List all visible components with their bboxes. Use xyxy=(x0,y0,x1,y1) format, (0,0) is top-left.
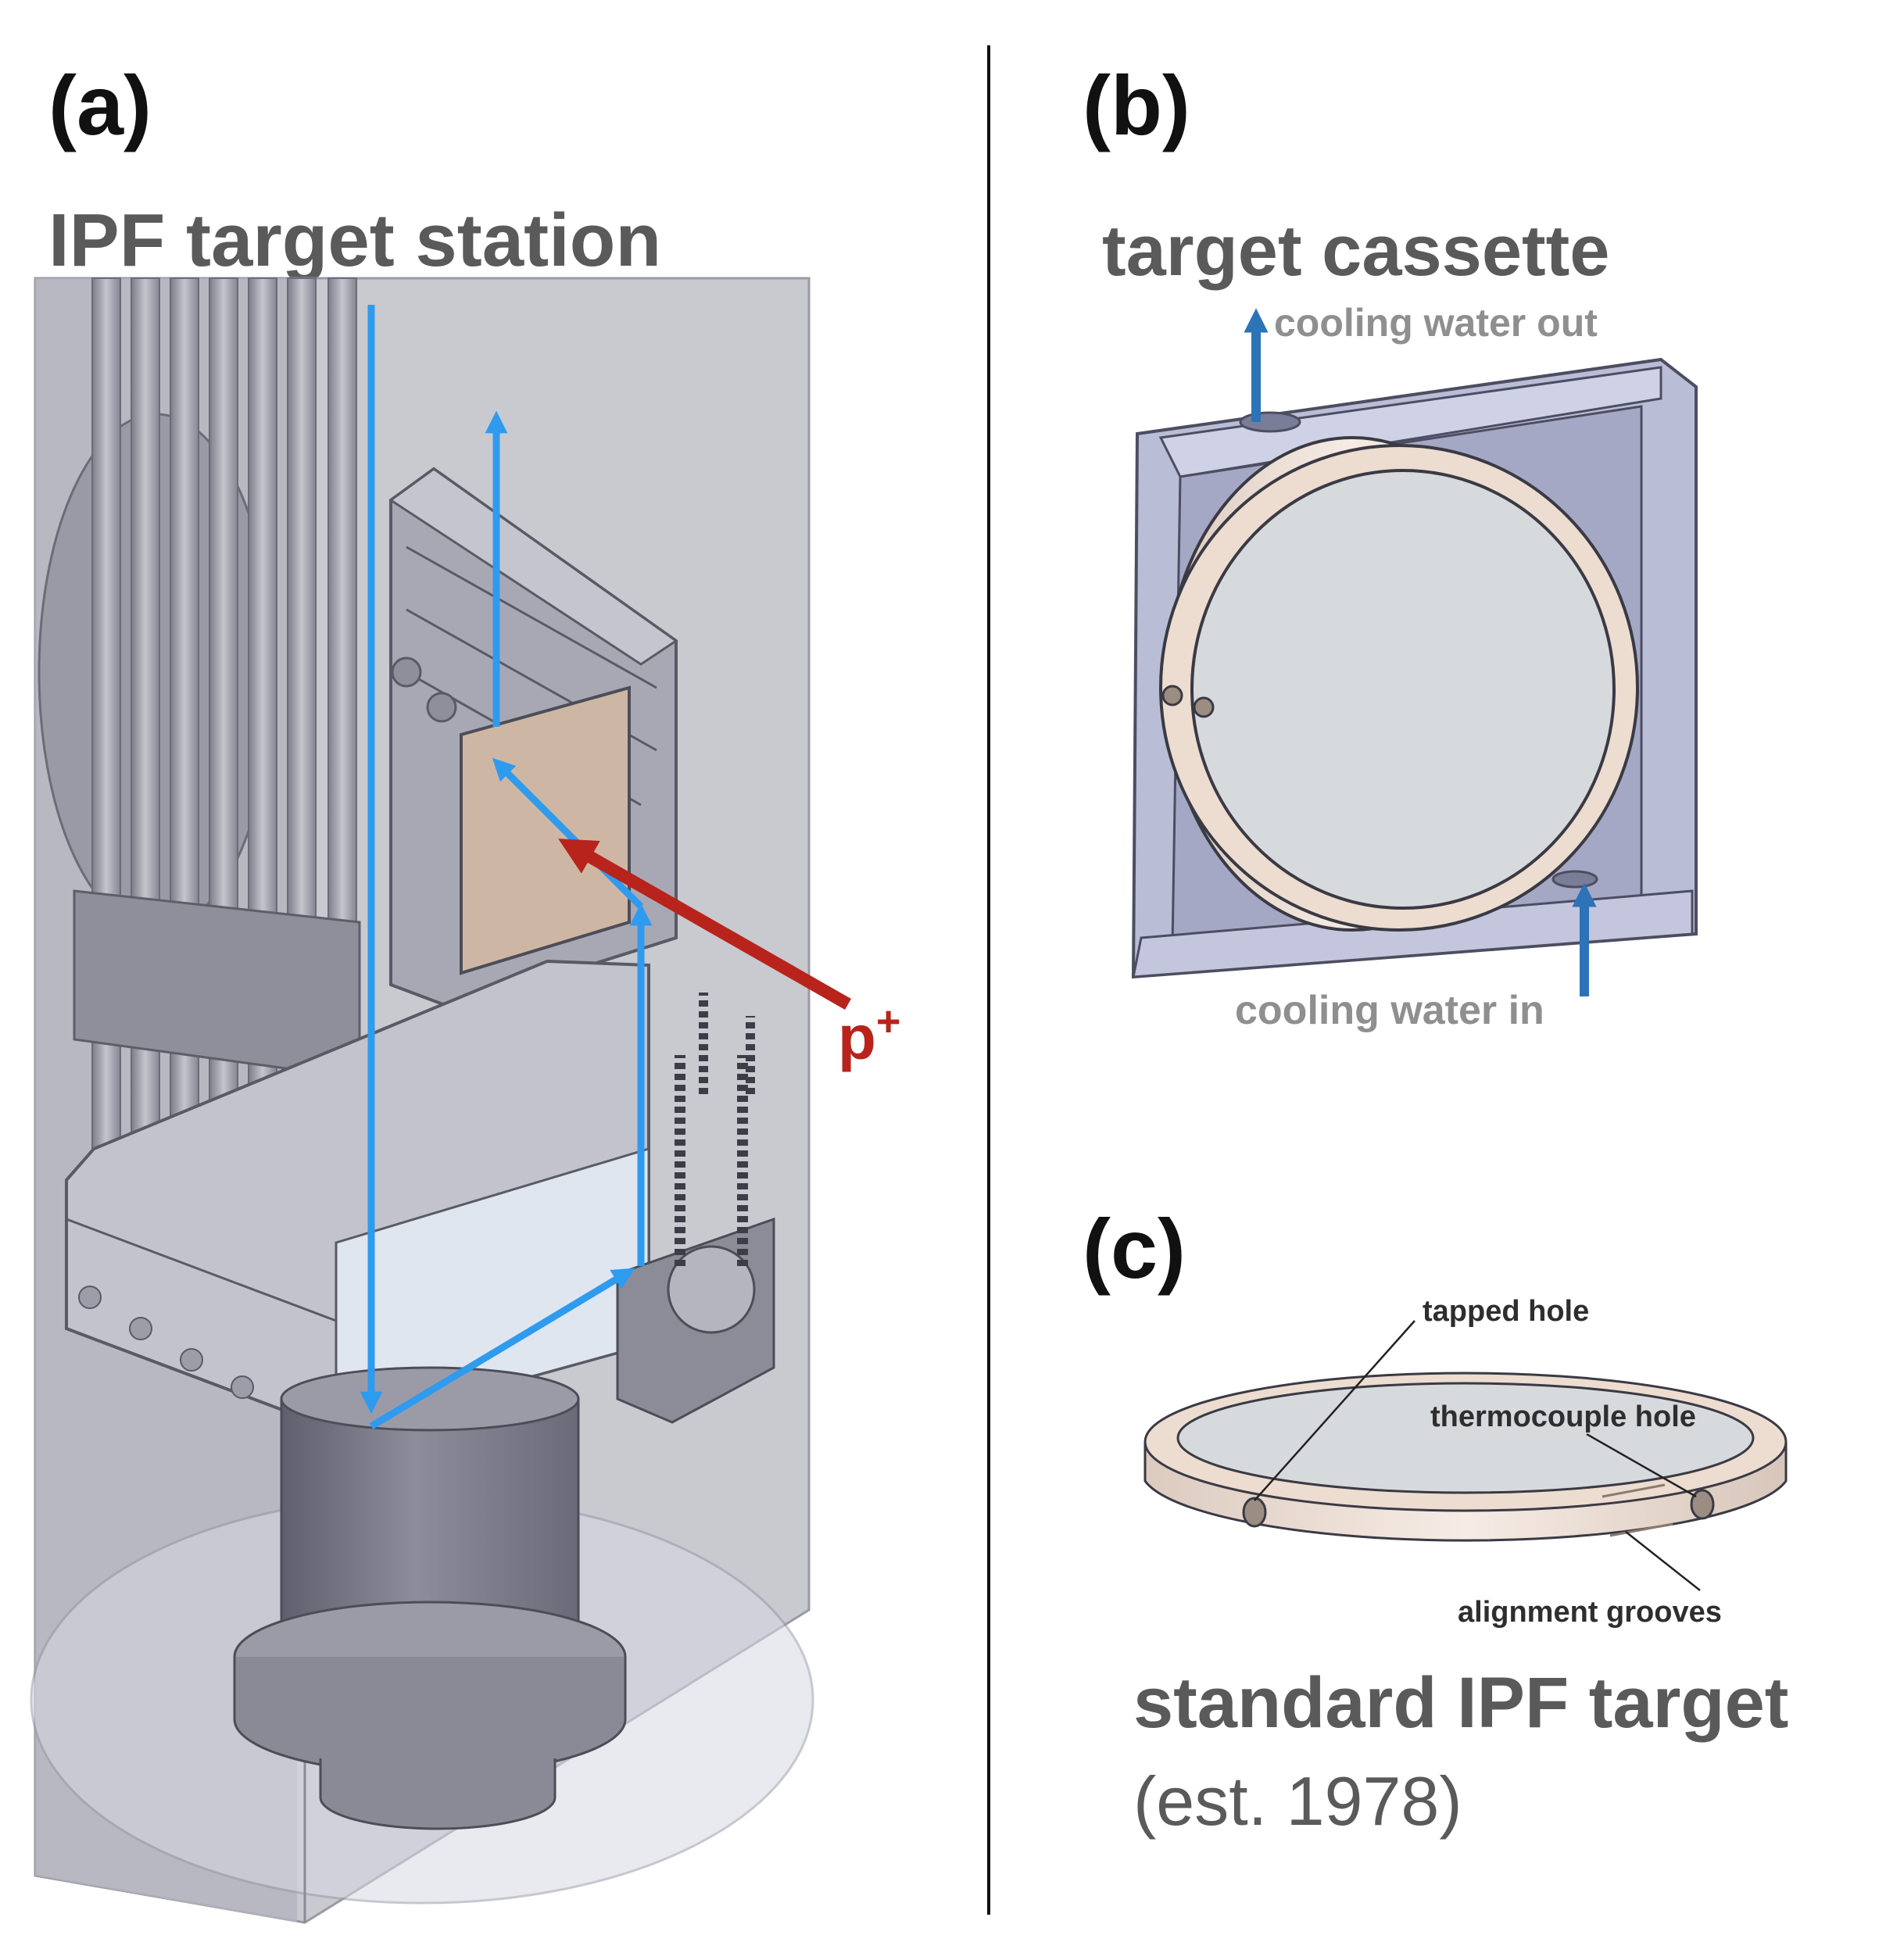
drive-cylinder xyxy=(233,1366,627,1830)
flow-bottom-line xyxy=(369,1268,635,1429)
alignment-callout xyxy=(1625,1531,1701,1591)
cassette-target xyxy=(1159,436,1639,932)
standard-target xyxy=(1143,1372,1788,1542)
water-out-label: cooling water out xyxy=(1274,301,1598,345)
proton-beam-label: p+ xyxy=(838,998,900,1072)
panel-b-title: target cassette xyxy=(1102,211,1609,291)
flow-target-line xyxy=(492,757,644,910)
thermocouple-hole xyxy=(1690,1489,1715,1520)
panel-b-letter: (b) xyxy=(1083,58,1190,152)
lower-block xyxy=(65,959,650,1433)
tapped-hole xyxy=(1242,1497,1267,1528)
proton-beam-arrow xyxy=(558,839,851,1010)
thermocouple-callout xyxy=(1586,1433,1697,1498)
panel-c-title: standard IPF target xyxy=(1133,1663,1788,1743)
tapped-hole-label: tapped hole xyxy=(1423,1295,1589,1328)
cooling-flow-a xyxy=(360,305,653,1429)
panel-c-subtitle: (est. 1978) xyxy=(1133,1762,1462,1840)
cassette-thermocouple-hole xyxy=(1161,685,1183,706)
alignment-groove xyxy=(1602,1483,1673,1537)
panel-c: (c) tapped hole thermocouple hole alignm… xyxy=(1083,1201,1788,1840)
panel-a: (a) IPF target station xyxy=(30,58,900,1924)
panel-a-letter: (a) xyxy=(48,58,152,152)
chain-drive xyxy=(616,993,775,1424)
alignment-grooves-label: alignment grooves xyxy=(1458,1596,1722,1629)
panel-b: (b) target cassette cooling water out co… xyxy=(1083,58,1698,1033)
target-plate xyxy=(460,685,631,975)
panel-c-letter: (c) xyxy=(1083,1201,1186,1296)
proton-beam-superscript: + xyxy=(876,998,901,1045)
tapped-hole-callout xyxy=(1254,1320,1415,1501)
thermocouple-hole-label: thermocouple hole xyxy=(1430,1400,1696,1433)
water-in-label: cooling water in xyxy=(1235,988,1544,1033)
cassette-tapped-hole xyxy=(1193,696,1215,718)
panel-a-title: IPF target station xyxy=(48,199,661,282)
